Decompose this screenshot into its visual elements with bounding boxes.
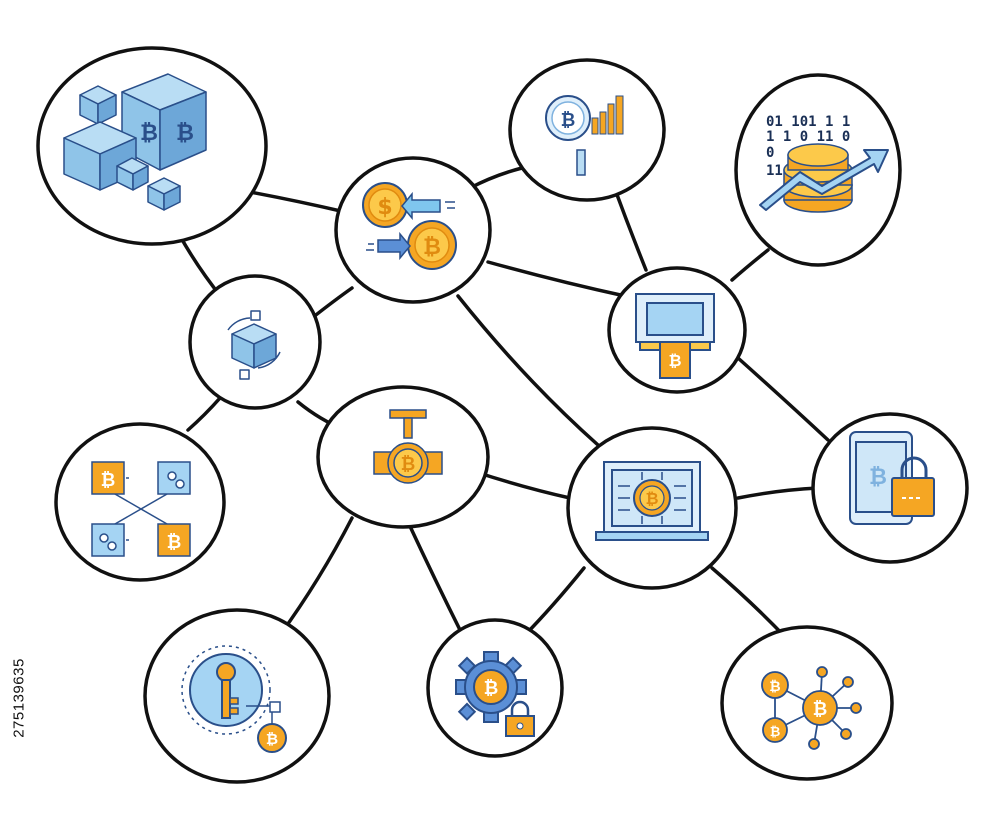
connector-cube-distribution [188, 398, 220, 430]
binary-row-2: 1 1 0 11 0 [766, 129, 850, 145]
connector-atm-phone [738, 358, 828, 440]
binary-row-4: 11 [766, 163, 783, 179]
exchange-bitcoin-symbol: ₿ [423, 235, 441, 260]
dollar-symbol: $ [377, 195, 392, 220]
connector-pipeline-key [280, 518, 352, 635]
stock-image-id: 275139635 [4, 598, 34, 798]
connector-exchange-analytics [470, 168, 522, 188]
binary-row-1: 01 101 1 1 [766, 114, 850, 130]
connector-cube-exchange [312, 288, 352, 318]
pipeline-bitcoin-symbol: ₿ [401, 454, 416, 475]
network-bitcoin-symbol-1: ₿ [769, 679, 780, 695]
atm-bitcoin-symbol: ₿ [668, 351, 681, 370]
network-bitcoin-symbol-2: ₿ [770, 725, 781, 740]
block-bitcoin-symbol-1: ₿ [140, 121, 158, 146]
gear-bitcoin-symbol: ₿ [484, 678, 499, 699]
network-bitcoin-symbol-3: ₿ [813, 699, 828, 720]
key-bitcoin-symbol: ₿ [266, 730, 278, 748]
laptop-bitcoin-symbol: ₿ [645, 489, 658, 508]
laptop-icon: ₿ [596, 462, 708, 540]
stock-image-id-text: 275139635 [11, 658, 28, 738]
connector-laptop-phone [738, 488, 818, 498]
connector-analytics-atm [616, 192, 646, 270]
connector-pipeline-laptop [476, 472, 570, 498]
block-bitcoin-symbol-2: ₿ [176, 121, 194, 146]
analytics-bitcoin-symbol: ₿ [561, 110, 576, 131]
connector-exchange-atm [488, 262, 625, 296]
distribution-bitcoin-symbol-1: ₿ [101, 470, 116, 491]
connector-atm-growth [732, 250, 768, 280]
phone-bitcoin-symbol: ₿ [869, 465, 887, 490]
distribution-bitcoin-symbol-2: ₿ [167, 532, 182, 553]
node-distribution [56, 424, 224, 580]
binary-row-3: 0 [766, 145, 774, 161]
connector-pipeline-gear [408, 522, 464, 638]
